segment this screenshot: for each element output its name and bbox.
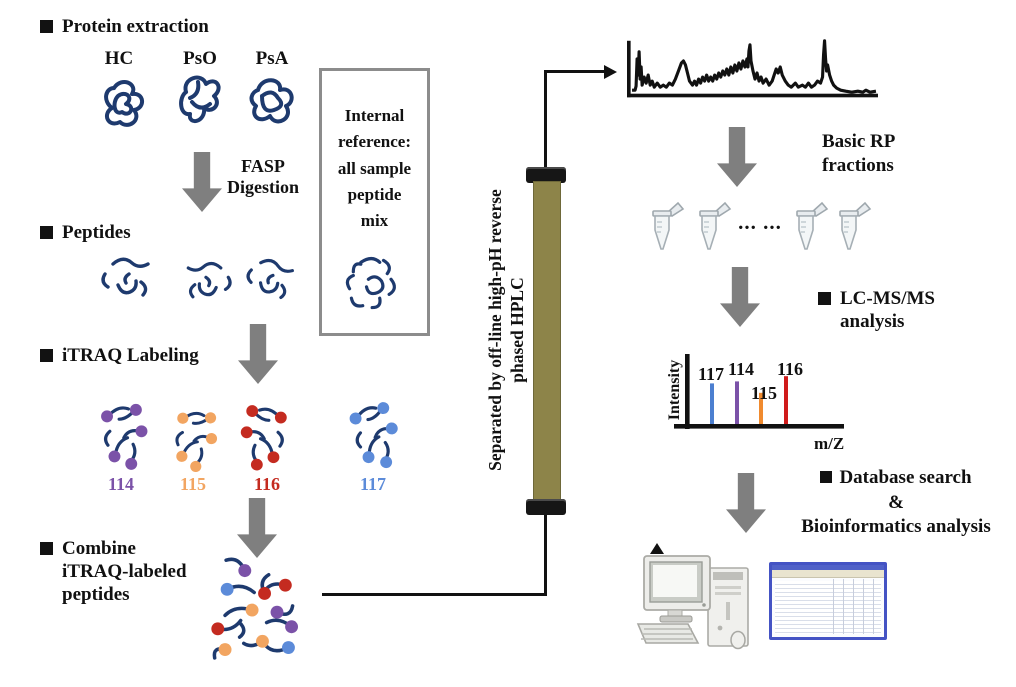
database-search-line: Database search (782, 466, 1010, 491)
right-arrowhead-icon (604, 64, 617, 79)
hplc-column-cap (526, 499, 566, 515)
down-arrow-icon (726, 473, 766, 533)
protein-extraction-label: Protein extraction (62, 16, 209, 37)
bullet-square-icon (40, 226, 53, 239)
peptides-label: Peptides (62, 222, 131, 243)
spectrum-xlabel: m/Z (814, 434, 845, 453)
ms-spectrum: Intensity 117 114 115 116 m/Z (658, 348, 858, 460)
connector-line (544, 72, 547, 168)
sample-label-psa: PsA (255, 48, 289, 69)
connector-line (544, 513, 547, 596)
microcentrifuge-tube-icon (839, 202, 871, 250)
hplc-column-cap (526, 167, 566, 183)
bullet-square-icon (40, 542, 53, 555)
itraq-labeling-heading: iTRAQ Labeling (40, 345, 199, 368)
protein-blob-psa-icon (249, 78, 294, 124)
fraction-ellipsis: ... ... (738, 210, 782, 234)
hplc-label: Separated by off-line high-pH reverse ph… (485, 189, 527, 471)
lcms-heading: LC-MS/MS analysis (818, 288, 935, 334)
lcms-label: LC-MS/MS analysis (840, 288, 935, 332)
peptide-group-icon (186, 261, 232, 299)
spreadsheet-toolbar (772, 570, 884, 578)
results-spreadsheet (769, 562, 887, 640)
connector-line (544, 70, 606, 73)
itraq-cluster-117-icon (346, 398, 399, 472)
channel-label-115: 115 (179, 474, 206, 494)
protein-blob-hc-icon (104, 80, 144, 127)
hplc-column (533, 181, 561, 503)
sample-label-hc: HC (104, 48, 134, 69)
ampersand: & (888, 491, 904, 513)
desktop-computer-icon (636, 555, 749, 650)
down-arrow-icon (238, 324, 278, 384)
itraq-labeling-label: iTRAQ Labeling (62, 345, 199, 366)
bioinformatics-line: Bioinformatics analysis (801, 516, 991, 538)
sample-label-pso: PsO (183, 48, 217, 69)
down-arrow-icon (182, 152, 222, 212)
spectrum-axes (674, 354, 844, 429)
peak-label-114: 114 (728, 359, 755, 379)
internal-reference-box: Internal reference: all sample peptide m… (319, 68, 430, 336)
basic-rp-label: Basic RP fractions (822, 131, 896, 176)
fasp-digestion-label: FASP Digestion (227, 156, 299, 197)
spreadsheet-columns (823, 579, 881, 634)
protein-blob-pso-icon (179, 75, 221, 124)
peptide-group-icon (246, 254, 296, 301)
itraq-cluster-114-icon (99, 402, 148, 472)
peptides-heading: Peptides (40, 222, 131, 245)
down-arrow-icon (720, 267, 760, 327)
bullet-square-icon (40, 349, 53, 362)
microcentrifuge-tube-icon (796, 202, 828, 250)
connector-line (322, 593, 546, 596)
peak-label-117: 117 (698, 364, 725, 384)
down-arrow-icon (717, 127, 757, 187)
combine-label: Combine iTRAQ-labeled peptides (62, 538, 187, 605)
combine-heading: Combine iTRAQ-labeled peptides (40, 538, 187, 606)
itraq-cluster-115-icon (165, 404, 219, 472)
bullet-square-icon (40, 20, 53, 33)
chromatogram-icon (627, 39, 878, 98)
combined-peptides-icon (211, 557, 299, 660)
microcentrifuge-tube-icon (652, 202, 684, 250)
bullet-square-icon (820, 471, 833, 483)
bullet-square-icon (818, 292, 831, 305)
channel-label-114: 114 (107, 474, 134, 494)
channel-label-117: 117 (359, 474, 386, 494)
itraq-cluster-116-icon (240, 403, 289, 472)
peptide-mix-icon (345, 256, 396, 310)
peak-label-116: 116 (777, 359, 804, 379)
down-arrow-icon (237, 498, 277, 558)
peptide-group-icon (101, 257, 150, 297)
cursor-triangle-icon (650, 543, 664, 554)
database-search-block: Database search & Bioinformatics analysi… (782, 466, 1010, 540)
internal-reference-label: Internal reference: all sample peptide m… (337, 106, 412, 231)
channel-label-116: 116 (253, 474, 280, 494)
peak-label-115: 115 (751, 383, 778, 403)
microcentrifuge-tube-icon (699, 202, 731, 250)
spreadsheet-titlebar (772, 565, 884, 570)
protein-extraction-heading: Protein extraction (40, 16, 209, 39)
